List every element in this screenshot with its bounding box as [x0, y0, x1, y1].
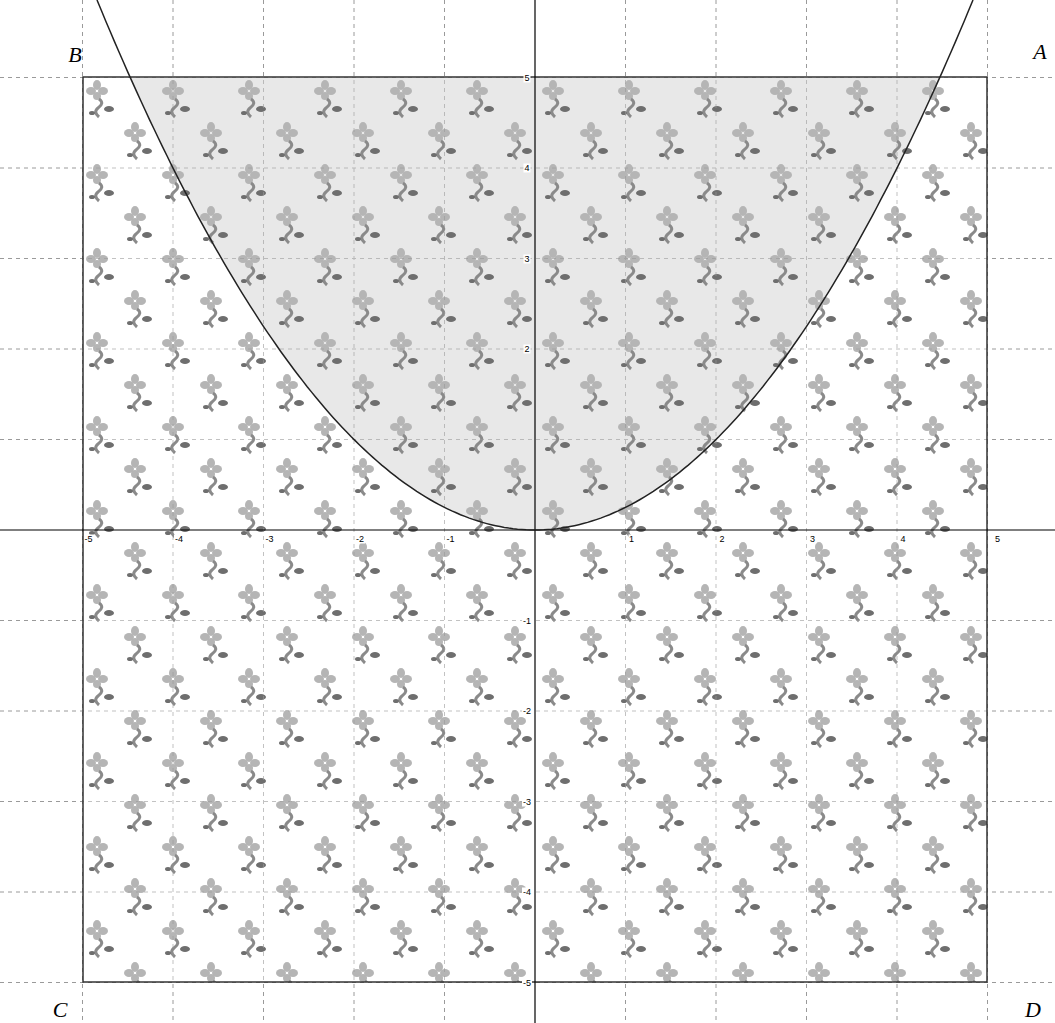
tick-label: 4 [899, 535, 906, 544]
tick-label: -5 [522, 978, 532, 987]
grid-lines [83, 77, 987, 982]
tick-label: -4 [174, 535, 184, 544]
parabola-curve [97, 0, 973, 530]
tick-label: -1 [445, 535, 455, 544]
tick-label: 3 [523, 254, 530, 263]
tick-label: 5 [523, 73, 530, 82]
tick-label: -4 [522, 888, 532, 897]
tick-label: -1 [522, 616, 532, 625]
tick-label: -2 [355, 535, 365, 544]
tick-label: 2 [523, 345, 530, 354]
corner-letter: C [53, 999, 68, 1021]
tick-label: 2 [718, 535, 725, 544]
corner-letter: D [1025, 999, 1041, 1021]
tick-label: -3 [522, 797, 532, 806]
tick-label: -3 [264, 535, 274, 544]
tick-label: 4 [523, 164, 530, 173]
tick-label: 1 [628, 535, 635, 544]
tick-label: 3 [809, 535, 816, 544]
tick-label: 5 [994, 535, 1001, 544]
tick-label: -2 [522, 707, 532, 716]
tick-label: -5 [83, 535, 93, 544]
corner-letter: A [1033, 41, 1046, 63]
y-axis [534, 0, 535, 1023]
corner-letter: B [68, 44, 81, 66]
